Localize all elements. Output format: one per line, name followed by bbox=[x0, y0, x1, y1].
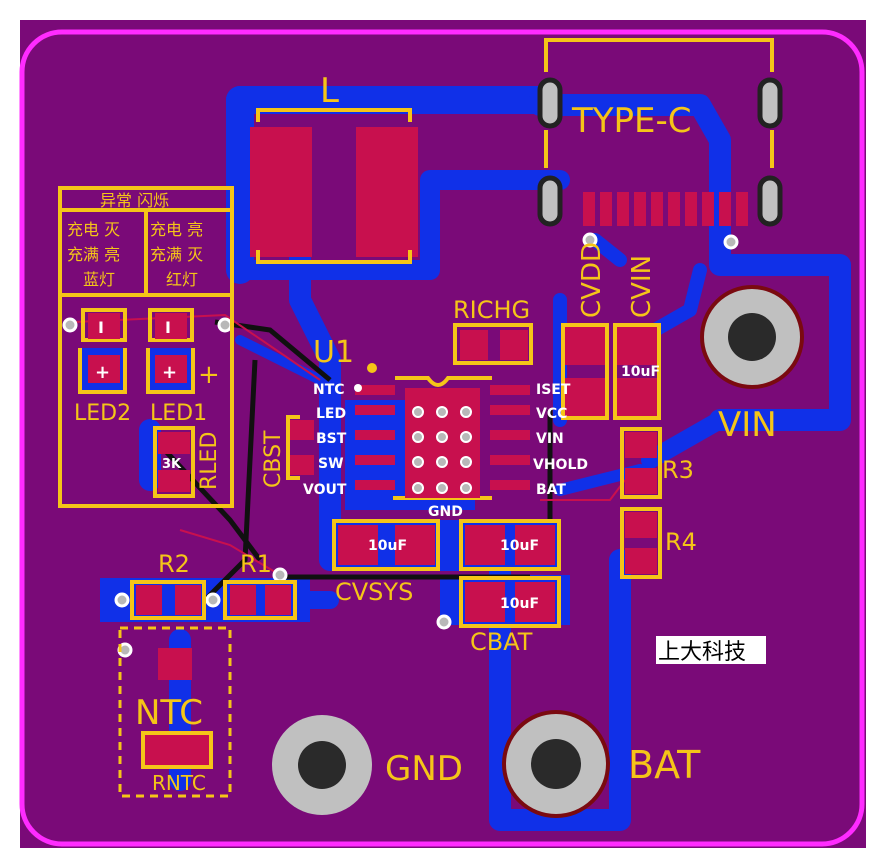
cbat-value: 10uF bbox=[500, 596, 539, 612]
cbat-label: CBAT bbox=[470, 628, 533, 656]
led-minus: I bbox=[98, 318, 104, 337]
cvdd-label: CVDD bbox=[577, 242, 607, 318]
led1-plus-mark: + bbox=[198, 360, 220, 390]
led-table: 异常 闪烁 充电 灭 充电 亮 充满 亮 充满 灭 蓝灯 红灯 bbox=[58, 186, 234, 508]
via bbox=[723, 234, 739, 250]
via bbox=[114, 592, 130, 608]
pin-iset: ISET bbox=[536, 382, 571, 398]
cbst-capacitor: CBST bbox=[261, 415, 314, 488]
via bbox=[582, 232, 598, 248]
pin-vcc: VCC bbox=[536, 406, 567, 422]
r3-r4: R3 R4 bbox=[620, 427, 697, 579]
table-cell: 蓝灯 bbox=[83, 270, 115, 289]
led1: I + + LED1 bbox=[146, 308, 220, 426]
table-cell: 红灯 bbox=[166, 270, 198, 289]
via bbox=[272, 567, 288, 583]
led1-label: LED1 bbox=[150, 401, 207, 426]
table-cell: 充满 灭 bbox=[150, 245, 203, 264]
via bbox=[62, 317, 78, 333]
r4-label: R4 bbox=[665, 528, 697, 556]
gnd-testpoint: GND bbox=[272, 715, 463, 815]
vin-testpoint: VIN bbox=[700, 285, 804, 445]
chip-u1: U1 NTC LED BST SW VOUT ISET bbox=[303, 335, 588, 520]
inductor-label: L bbox=[320, 71, 339, 111]
led-plus: + bbox=[162, 362, 177, 383]
table-cell: 充电 灭 bbox=[67, 220, 120, 239]
cvsys-value: 10uF bbox=[368, 538, 407, 554]
table-cell: 充满 亮 bbox=[67, 245, 120, 264]
r1-r2: R2 R1 bbox=[130, 550, 297, 620]
pin-sw: SW bbox=[318, 456, 344, 472]
table-cell: 充电 亮 bbox=[150, 220, 203, 239]
rled-label: RLED bbox=[197, 432, 222, 490]
r1-label: R1 bbox=[240, 550, 272, 578]
inductor-l: L bbox=[250, 71, 418, 264]
led-plus: + bbox=[95, 362, 110, 383]
pin-ntc: NTC bbox=[313, 382, 345, 398]
caps-bottom: 10uF 10uF 10uF CVSYS CBAT bbox=[332, 519, 561, 656]
pin-vin: VIN bbox=[536, 431, 564, 447]
rled-value: 3K bbox=[162, 457, 182, 472]
bat-label: BAT bbox=[628, 743, 701, 787]
ntc-footprint: NTC RNTC bbox=[118, 626, 232, 798]
cvdd-cvin: CVDD CVIN 10uF bbox=[561, 242, 661, 420]
bat-testpoint: BAT bbox=[502, 710, 701, 818]
via bbox=[205, 592, 221, 608]
ntc-label: NTC bbox=[135, 693, 203, 733]
rled-resistor: 3K RLED bbox=[153, 426, 222, 498]
u1-label: U1 bbox=[313, 335, 354, 370]
pin-gnd: GND bbox=[428, 504, 463, 520]
cap-mid-value: 10uF bbox=[500, 538, 539, 554]
pin-bst: BST bbox=[316, 431, 347, 447]
gnd-label: GND bbox=[385, 749, 463, 789]
led2: I + LED2 bbox=[74, 308, 131, 426]
richg-resistor: RICHG bbox=[453, 296, 533, 365]
pin-vout: VOUT bbox=[303, 482, 347, 498]
cvsys-label: CVSYS bbox=[335, 578, 413, 606]
board-outline bbox=[19, 29, 865, 847]
inner-traces bbox=[74, 313, 626, 602]
led2-label: LED2 bbox=[74, 401, 131, 426]
cbst-label: CBST bbox=[261, 430, 286, 488]
rntc-label: RNTC bbox=[152, 771, 206, 795]
usb-connector: TYPE-C bbox=[537, 38, 783, 227]
led-minus: I bbox=[165, 318, 171, 337]
usb-label: TYPE-C bbox=[571, 101, 692, 141]
pin-bat: BAT bbox=[536, 482, 566, 498]
r2-label: R2 bbox=[158, 550, 190, 578]
vin-label: VIN bbox=[718, 405, 777, 445]
cvin-label: CVIN bbox=[627, 255, 657, 318]
table-title: 异常 闪烁 bbox=[100, 191, 169, 210]
via bbox=[436, 614, 452, 630]
pin-led: LED bbox=[316, 406, 346, 422]
brand-text: 上大科技 bbox=[658, 640, 746, 665]
r3-label: R3 bbox=[662, 456, 694, 484]
pin-vhold: VHOLD bbox=[533, 457, 588, 473]
brand-label: 上大科技 bbox=[656, 636, 766, 665]
cvin-value: 10uF bbox=[621, 364, 660, 380]
richg-label: RICHG bbox=[453, 296, 530, 324]
via bbox=[217, 317, 233, 333]
